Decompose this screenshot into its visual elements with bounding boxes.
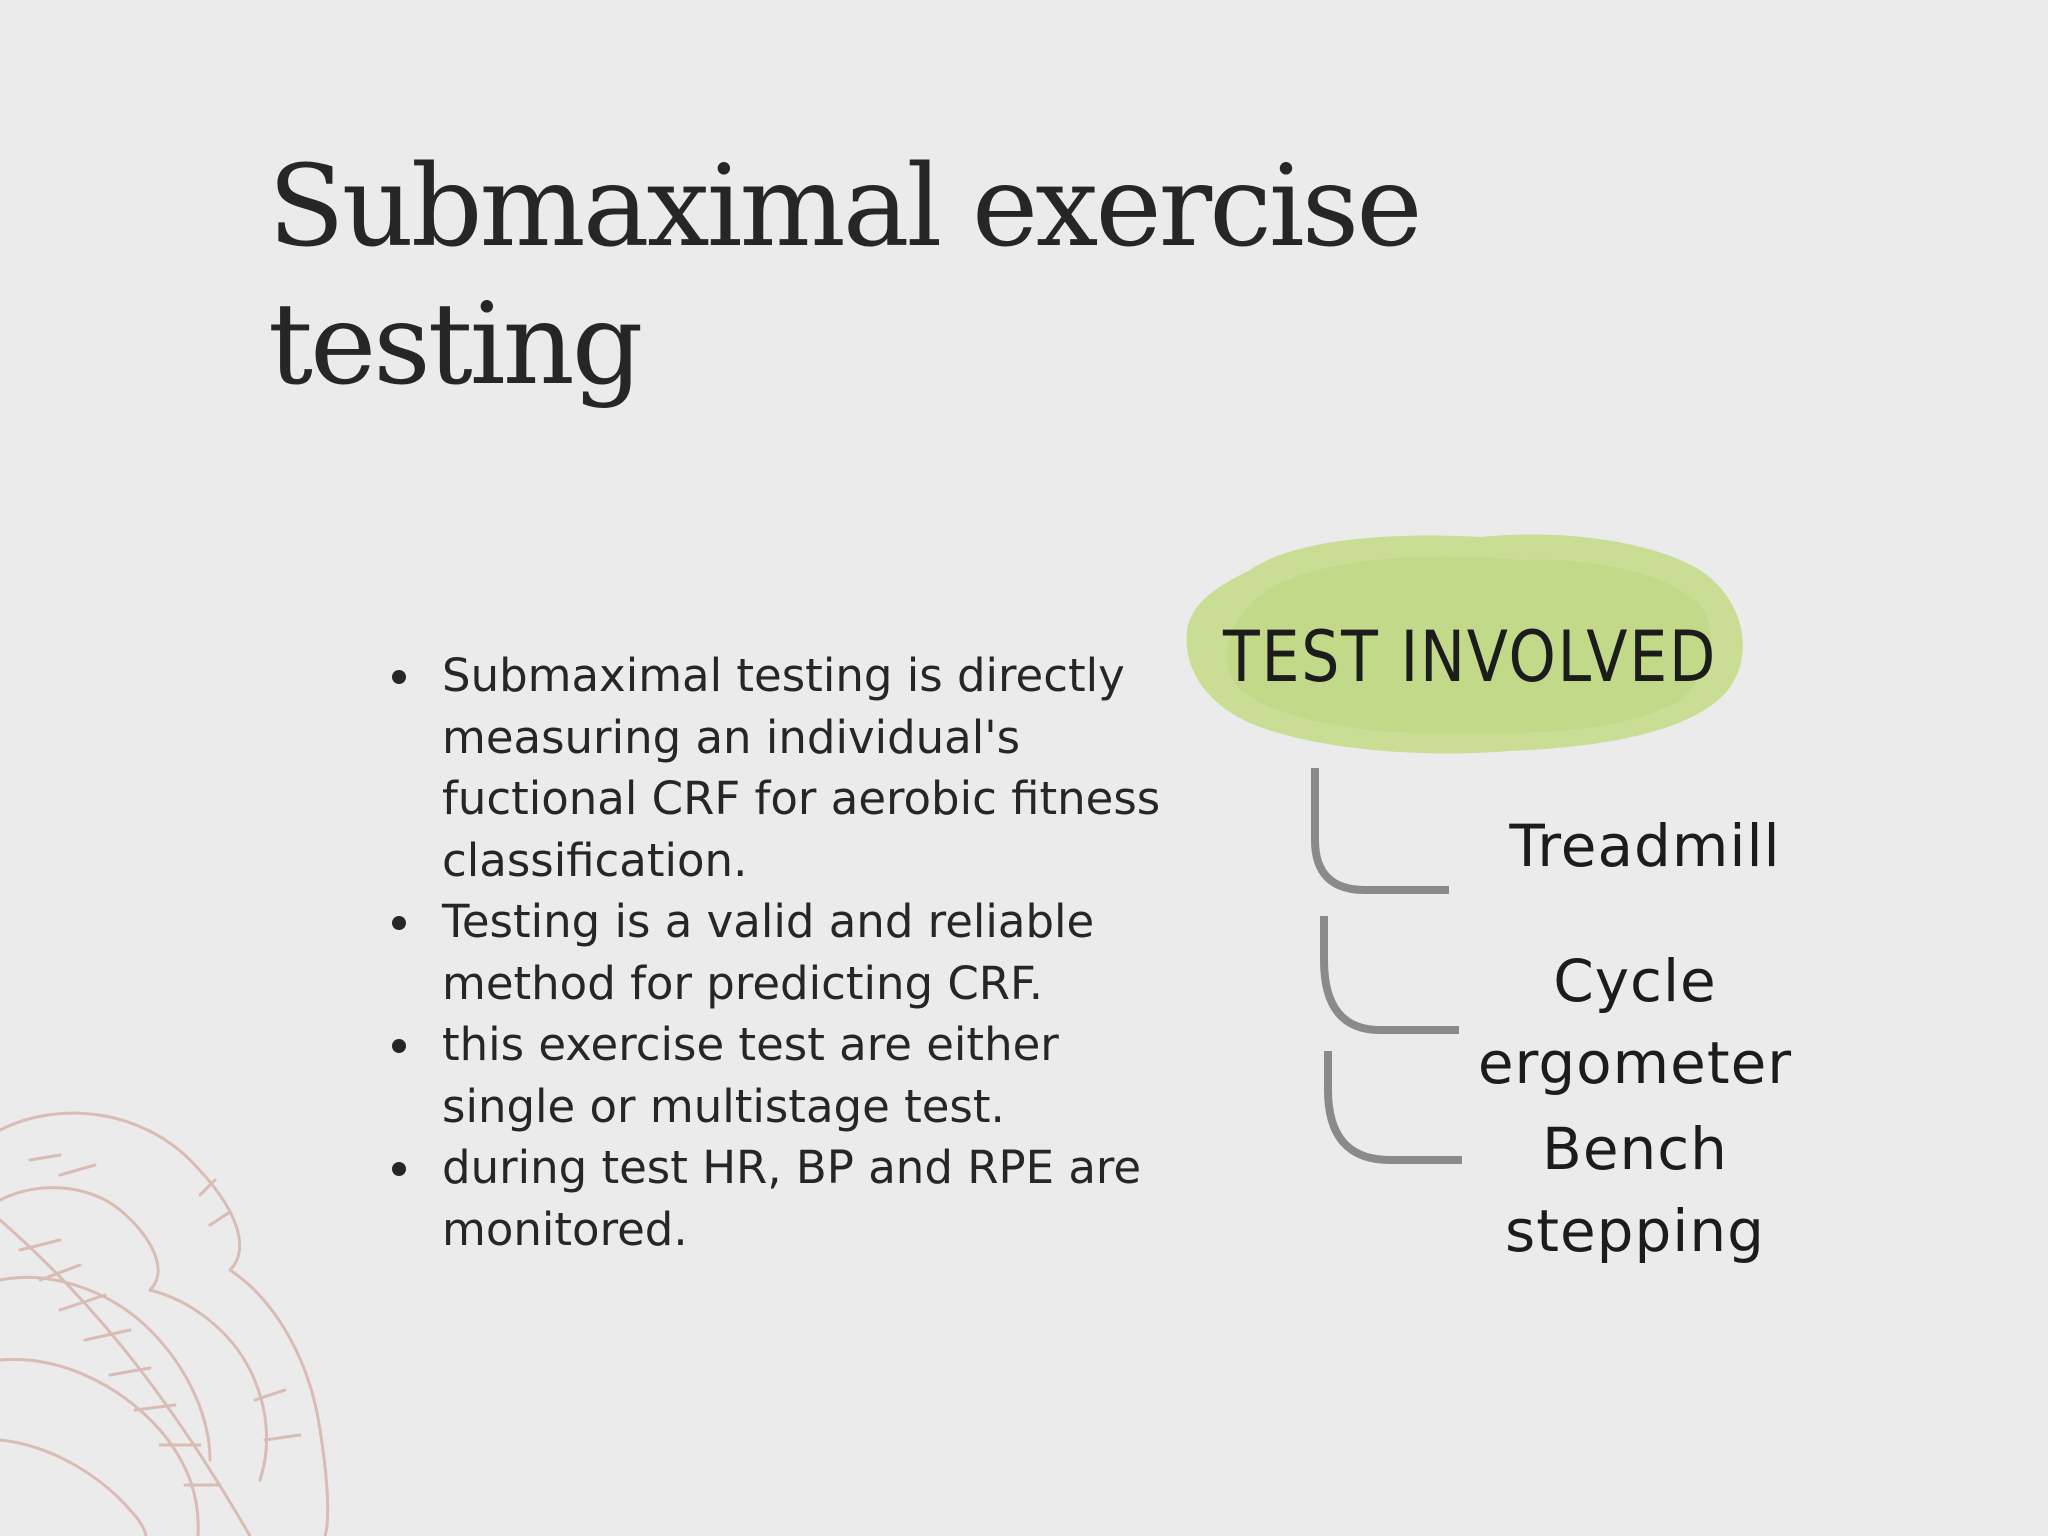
branch-bench-stepping: Bench stepping: [1505, 1115, 1765, 1265]
branch-treadmill: Treadmill: [1509, 812, 1781, 880]
diagram-heading: TEST INVOLVED: [1222, 616, 1718, 698]
slide-title: Submaximal exercise testing: [268, 142, 1422, 410]
bullet-item: during test HR, BP and RPE are monitored…: [392, 1137, 1182, 1260]
highlight-blob: [1186, 534, 1743, 754]
bullet-item: this exercise test are either single or …: [392, 1014, 1182, 1137]
tree-connectors: [1311, 768, 1462, 1164]
branch-cycle-ergometer: Cycle ergometer: [1477, 947, 1793, 1097]
bullet-item: Submaximal testing is directly measuring…: [392, 645, 1182, 891]
leaf-decoration-icon: [0, 1111, 330, 1536]
bullet-item: Testing is a valid and reliable method f…: [392, 891, 1182, 1014]
bullet-list: Submaximal testing is directly measuring…: [392, 645, 1182, 1260]
